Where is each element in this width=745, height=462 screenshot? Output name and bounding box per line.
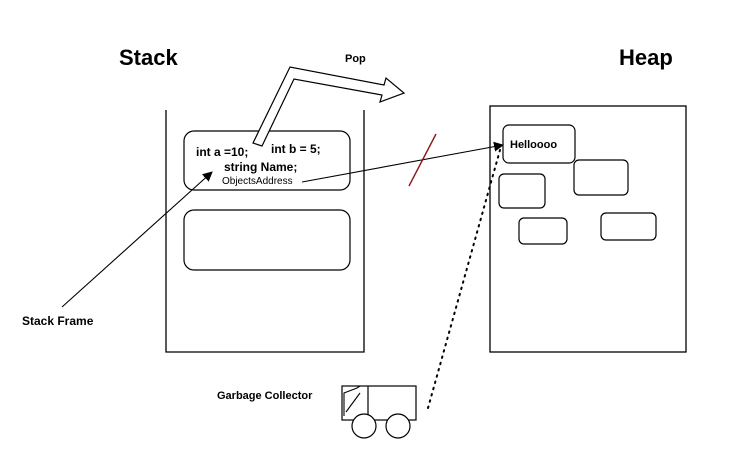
heap-object-4 (600, 212, 657, 241)
stack-frame-pointer-arrow (61, 171, 213, 308)
frame-line-objects-address: ObjectsAddress (222, 176, 293, 187)
stack-title: Stack (119, 45, 178, 70)
garbage-truck-icon (341, 385, 417, 439)
frame-line-string-name: string Name; (224, 160, 298, 174)
heap-object-3 (518, 217, 568, 245)
stack-frame-empty-box (183, 209, 351, 271)
heap-object-2 (573, 159, 629, 196)
heap-object-hello-text: Helloooo (510, 139, 558, 151)
pop-arrow (252, 66, 406, 147)
pop-label: Pop (345, 53, 366, 65)
heap-object-1 (498, 173, 546, 209)
heap-title: Heap (619, 45, 673, 70)
stack-frame-label: Stack Frame (22, 314, 94, 328)
stack-container (165, 110, 365, 353)
reference-arrow (301, 141, 504, 183)
garbage-collector-label: Garbage Collector (217, 390, 313, 402)
broken-link-mark (408, 133, 437, 187)
frame-line-int-a: int a =10; (196, 145, 249, 159)
gc-dotted-path (427, 149, 501, 409)
frame-line-int-b: int b = 5; (271, 142, 321, 156)
